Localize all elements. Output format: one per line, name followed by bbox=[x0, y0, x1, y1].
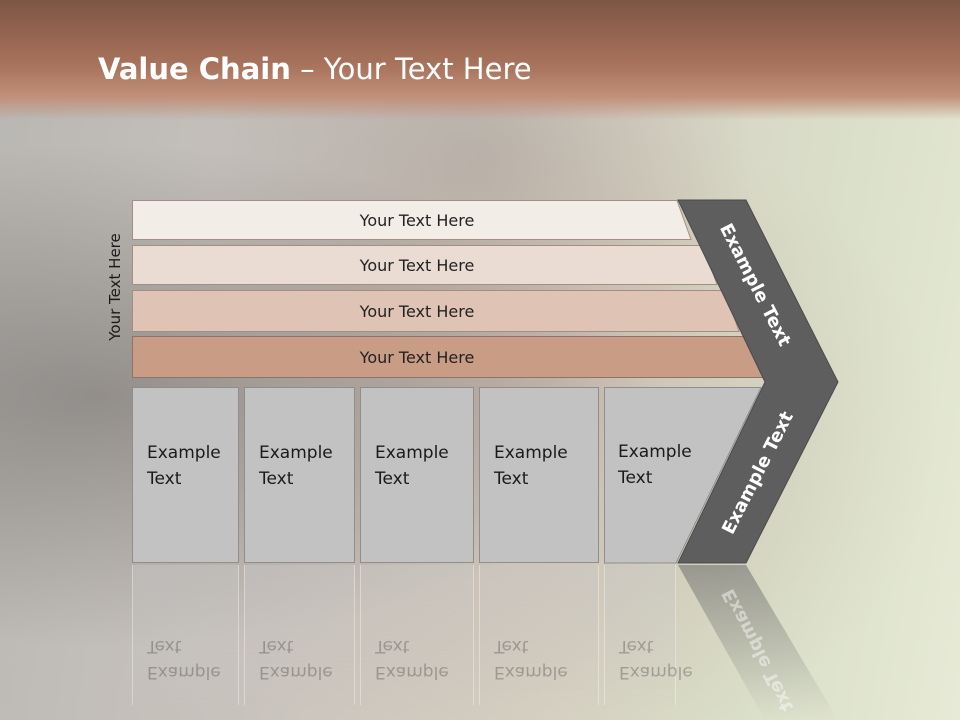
box-4-reflection: Example Text bbox=[479, 565, 599, 705]
bar-2-label: Your Text Here bbox=[359, 255, 475, 275]
chevron-shape bbox=[677, 199, 839, 564]
box-3-line2: Text bbox=[375, 469, 410, 489]
box-5-refl-line2: Text bbox=[619, 636, 654, 656]
bar-1: Your Text Here bbox=[132, 200, 692, 240]
slide-title: Value Chain – Your Text Here bbox=[98, 52, 532, 96]
bar-2-shape bbox=[132, 245, 718, 285]
box-5-line2: Text bbox=[618, 468, 653, 488]
box-1-reflection: Example Text bbox=[132, 565, 239, 705]
box-2-reflection: Example Text bbox=[244, 565, 355, 705]
box-5-line1: Example bbox=[618, 442, 692, 462]
box-4-refl-line2: Text bbox=[494, 636, 529, 656]
box-1-refl-line2: Text bbox=[147, 636, 182, 656]
box-2-line2: Text bbox=[259, 469, 294, 489]
box-3-refl-line2: Text bbox=[375, 636, 410, 656]
box-2-refl-line1: Example bbox=[259, 662, 333, 682]
box-1-line1: Example bbox=[147, 443, 221, 463]
box-1-line2: Text bbox=[147, 469, 182, 489]
bar-3: Your Text Here bbox=[132, 290, 740, 332]
title-rest: – Your Text Here bbox=[290, 52, 532, 86]
box-5-refl-line1: Example bbox=[619, 662, 693, 682]
box-4-refl-line1: Example bbox=[494, 662, 568, 682]
bar-4-label: Your Text Here bbox=[359, 347, 475, 367]
box-5-reflection: Example Text bbox=[604, 565, 693, 705]
title-band bbox=[0, 0, 960, 120]
bar-3-label: Your Text Here bbox=[359, 301, 475, 321]
box-2-refl-line2: Text bbox=[259, 636, 294, 656]
title-bold: Value Chain bbox=[98, 52, 291, 86]
bar-1-label: Your Text Here bbox=[359, 210, 475, 230]
bar-1-shape bbox=[132, 200, 692, 240]
box-1-refl-line1: Example bbox=[147, 662, 221, 682]
box-4-line1: Example bbox=[494, 443, 568, 463]
box-4-line2: Text bbox=[494, 469, 529, 489]
bar-2: Your Text Here bbox=[132, 245, 718, 285]
example-box-5-shape bbox=[604, 387, 762, 564]
box-3-refl-line1: Example bbox=[375, 662, 449, 682]
box-3-reflection: Example Text bbox=[360, 565, 474, 705]
bar-4: Your Text Here bbox=[132, 336, 764, 378]
chevron-reflection bbox=[678, 565, 838, 720]
bar-3-shape bbox=[132, 290, 740, 332]
box-2-line1: Example bbox=[259, 443, 333, 463]
box-3-line1: Example bbox=[375, 443, 449, 463]
